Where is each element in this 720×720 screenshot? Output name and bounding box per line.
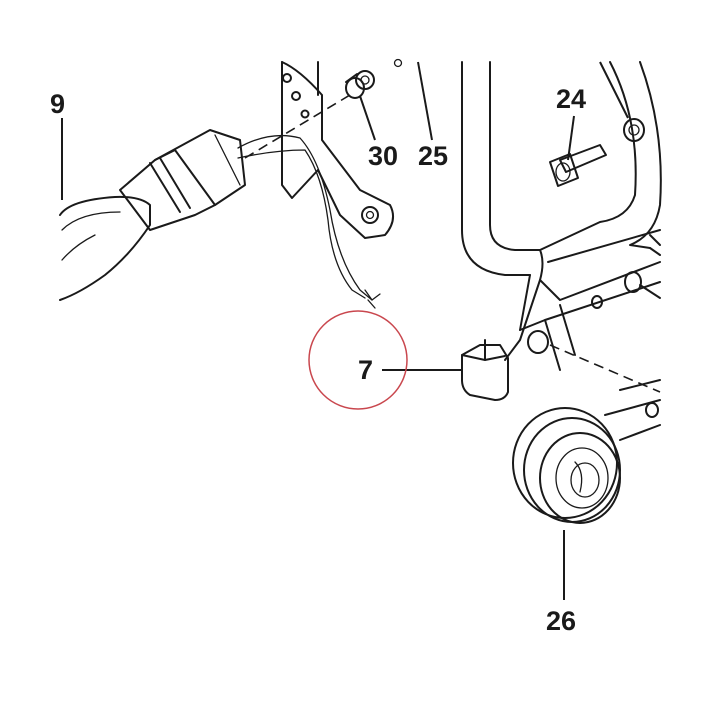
- callout-25: 25: [418, 141, 448, 171]
- callout-9: 9: [50, 89, 65, 119]
- callout-7: 7: [358, 355, 373, 385]
- callout-30: 30: [368, 141, 398, 171]
- right-frame-assembly: [461, 61, 662, 441]
- washer-and-nut-parts: [345, 58, 403, 99]
- bolt-and-washer-parts: [549, 118, 645, 187]
- highlight-circle: [308, 310, 408, 410]
- callout-24: 24: [556, 84, 586, 114]
- wheel-part: [512, 407, 621, 524]
- callout-26: 26: [546, 606, 576, 636]
- end-cap-part: [461, 339, 509, 401]
- turn-signal-lamp-part: [59, 129, 381, 309]
- leader-lines: [61, 61, 629, 600]
- mounting-bracket: [244, 61, 395, 239]
